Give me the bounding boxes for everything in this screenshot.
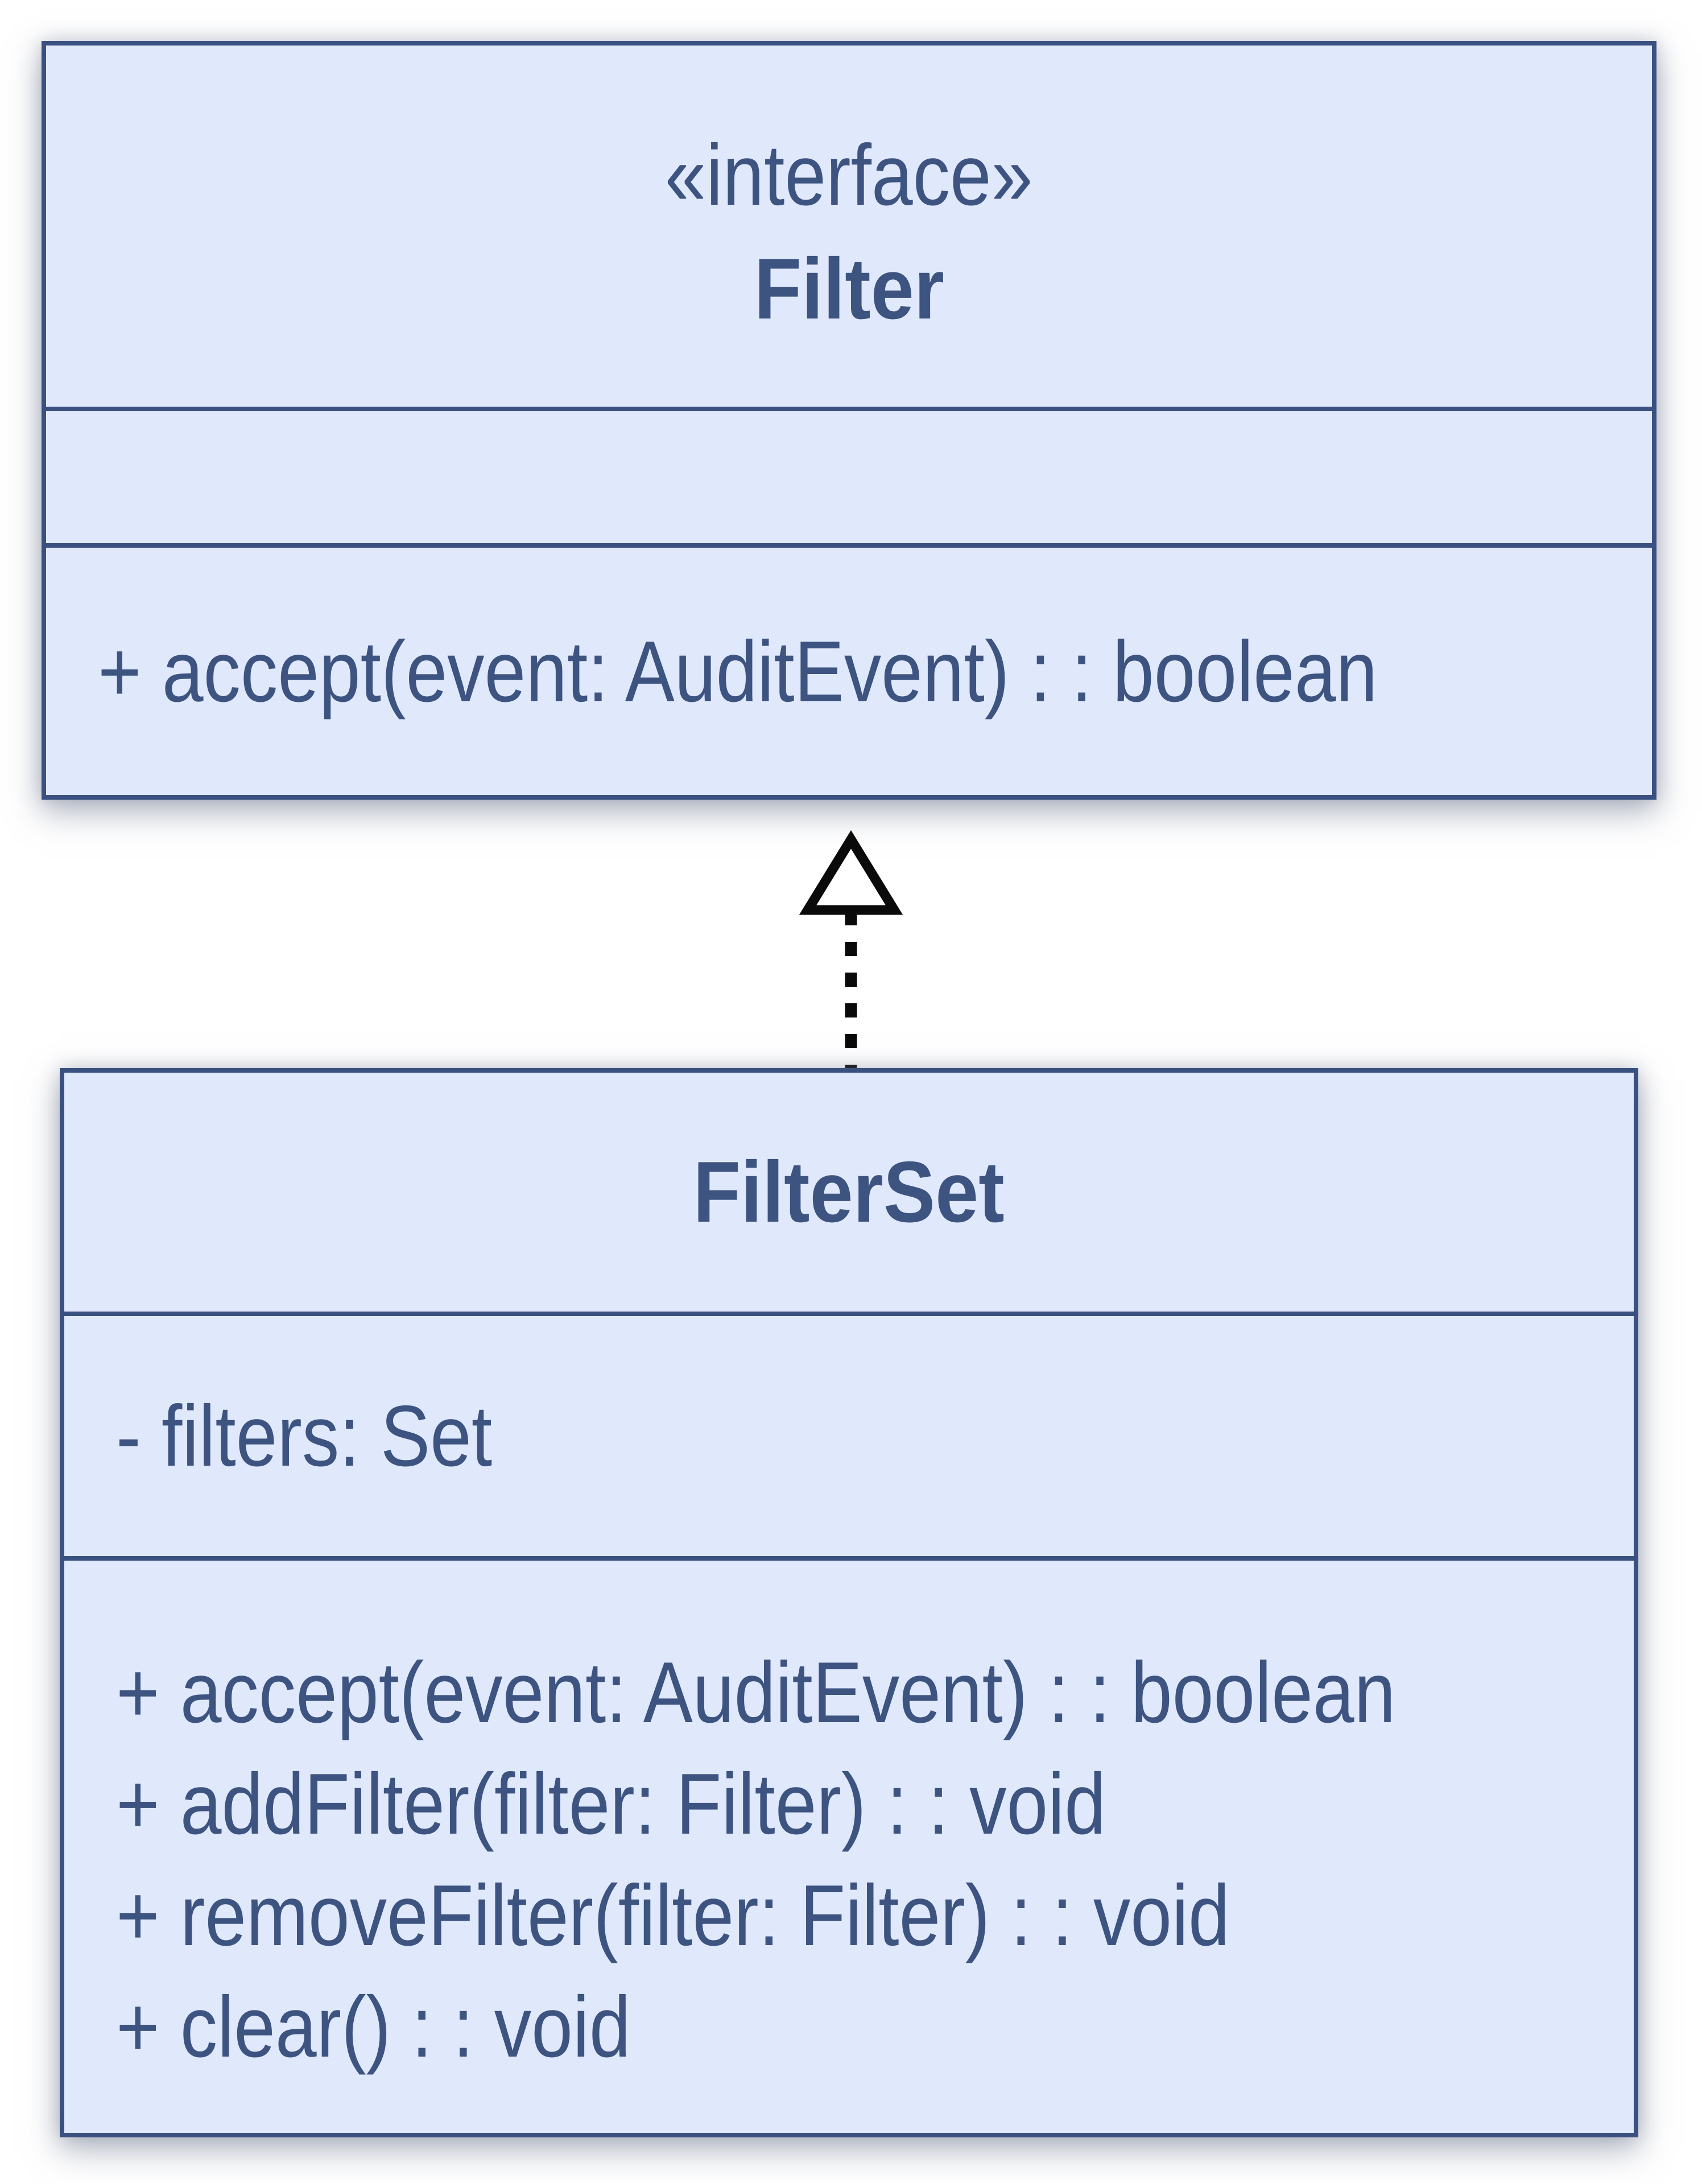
methods-compartment-filterset: + accept(event: AuditEvent) : : boolean … [64, 1556, 1634, 2133]
method-row: + removeFilter(filter: Filter) : : void [116, 1867, 1230, 1964]
realization-arrow [799, 830, 903, 1070]
class-name-filterset: FilterSet [693, 1144, 1005, 1240]
hollow-triangle-arrowhead [799, 830, 903, 915]
method-row: + accept(event: AuditEvent) : : boolean [116, 1644, 1396, 1741]
title-compartment-filterset: FilterSet [64, 1073, 1634, 1312]
class-box-filterset: FilterSet - filters: Set + accept(event:… [60, 1068, 1638, 2137]
method-row: + clear() : : void [116, 1978, 631, 2075]
class-name-filter: Filter [754, 240, 944, 337]
stereotype-label: «interface» [665, 126, 1033, 224]
attribute-row: - filters: Set [116, 1388, 493, 1484]
method-row: + addFilter(filter: Filter) : : void [116, 1755, 1106, 1852]
class-box-filter: «interface» Filter + accept(event: Audit… [42, 41, 1656, 800]
attributes-compartment-filterset: - filters: Set [64, 1312, 1634, 1556]
methods-compartment-filter: + accept(event: AuditEvent) : : boolean [46, 543, 1652, 795]
title-compartment-filter: «interface» Filter [46, 46, 1652, 407]
method-row: + accept(event: AuditEvent) : : boolean [98, 623, 1378, 720]
attributes-compartment-filter [46, 407, 1652, 543]
